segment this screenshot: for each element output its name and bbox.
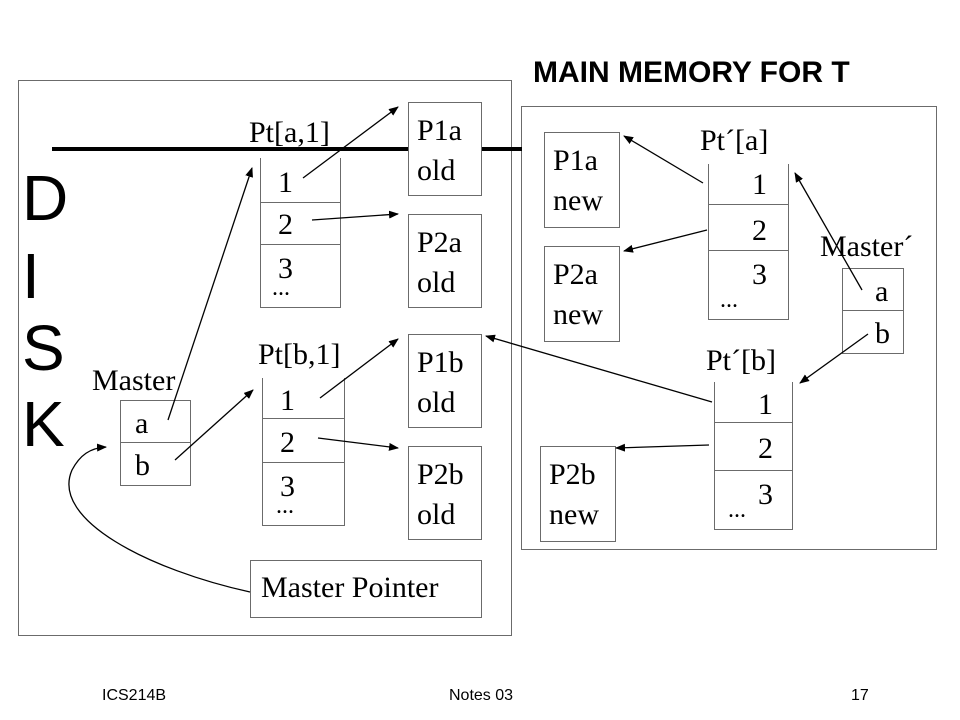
main-memory-region [521,106,937,550]
arrow-pt-a-1-to-p1a-old [302,106,399,179]
arrow-pt-b-1-to-p1b-old [319,338,399,399]
memory-master-entry-b: b [875,317,890,350]
disk-master-entry-a: a [135,407,149,440]
master-pointer-label: Master Pointer [261,571,439,604]
disk-pt-a-entry-2: 2 [278,208,293,241]
disk-letter-k: K [22,388,65,460]
disk-pt-a-ellipsis: ... [272,275,290,301]
disk-page-p1b-old: P1b old [408,334,482,428]
disk-letter-s: S [22,312,65,384]
footer-notes: Notes 03 [449,687,514,704]
disk-master-entry-b: b [135,449,150,482]
memory-pt-a-ellipsis: ... [720,287,738,313]
memory-master-label: Master´ [820,230,914,263]
disk-page-p1a-old: P1a old [408,102,482,196]
arrow-master-a-to-pt-a [167,167,253,421]
disk-pt-a-table: 1 2 3 ... [260,158,342,308]
disk-pt-b-entry-2: 2 [280,426,295,459]
arrow-master-pointer-to-master [68,443,251,593]
memory-master-entry-a: a [875,275,889,308]
arrow-pt-a-2-to-p2a-old [311,210,399,221]
memory-page-p1a-new: P1a new [544,132,620,228]
memory-pt-b-table: 1 2 3 ... [714,382,794,530]
arrow-mem-pt-b-1-to-p1b-old [485,334,713,403]
memory-pt-b-entry-1: 1 [758,388,773,421]
disk-page-p2b-old: P2b old [408,446,482,540]
disk-pt-a-entry-1: 1 [278,166,293,199]
arrow-mem-master-a-to-pt-a [794,172,863,291]
master-pointer-box: Master Pointer [250,560,482,618]
disk-pt-b-label: Pt[b,1] [258,338,341,371]
memory-pt-a-label: Pt´[a] [700,124,769,157]
arrow-mem-pt-b-2-to-p2b-new [615,443,710,452]
arrow-mem-pt-a-1-to-p1a-new [623,135,704,184]
memory-pt-b-ellipsis: ... [728,497,746,523]
memory-master-table: a b [842,268,904,354]
arrow-mem-master-b-to-pt-b [799,333,869,384]
disk-pt-a-entry-3: 3 [278,252,293,285]
arrow-mem-pt-a-2-to-p2a-new [623,229,708,253]
disk-pt-b-table: 1 2 3 ... [262,378,346,526]
disk-letter-d: D [22,162,69,234]
disk-pt-b-entry-3: 3 [280,470,295,503]
title-rule [52,147,522,151]
disk-region [18,80,512,636]
disk-letter-i: I [22,240,40,312]
memory-pt-b-entry-2: 2 [758,432,773,465]
disk-pt-b-ellipsis: ... [276,493,294,519]
disk-master-table: a b [120,400,191,486]
memory-pt-b-entry-3: 3 [758,478,773,511]
memory-pt-b-label: Pt´[b] [706,344,776,377]
memory-title: MAIN MEMORY FOR T [533,56,850,89]
disk-master-label: Master [92,364,176,397]
memory-pt-a-entry-2: 2 [752,214,767,247]
footer-page-number: 17 [851,687,869,704]
disk-pt-a-label: Pt[a,1] [249,116,330,149]
disk-page-p2a-old: P2a old [408,214,482,308]
memory-pt-a-entry-1: 1 [752,168,767,201]
memory-pt-a-table: 1 2 3 ... [708,164,790,320]
memory-pt-a-entry-3: 3 [752,258,767,291]
footer-course: ICS214B [102,687,167,704]
memory-page-p2a-new: P2a new [544,246,620,342]
disk-pt-b-entry-1: 1 [280,384,295,417]
arrow-pt-b-2-to-p2b-old [317,437,399,451]
memory-page-p2b-new: P2b new [540,446,616,542]
arrow-master-b-to-pt-b [174,389,254,461]
